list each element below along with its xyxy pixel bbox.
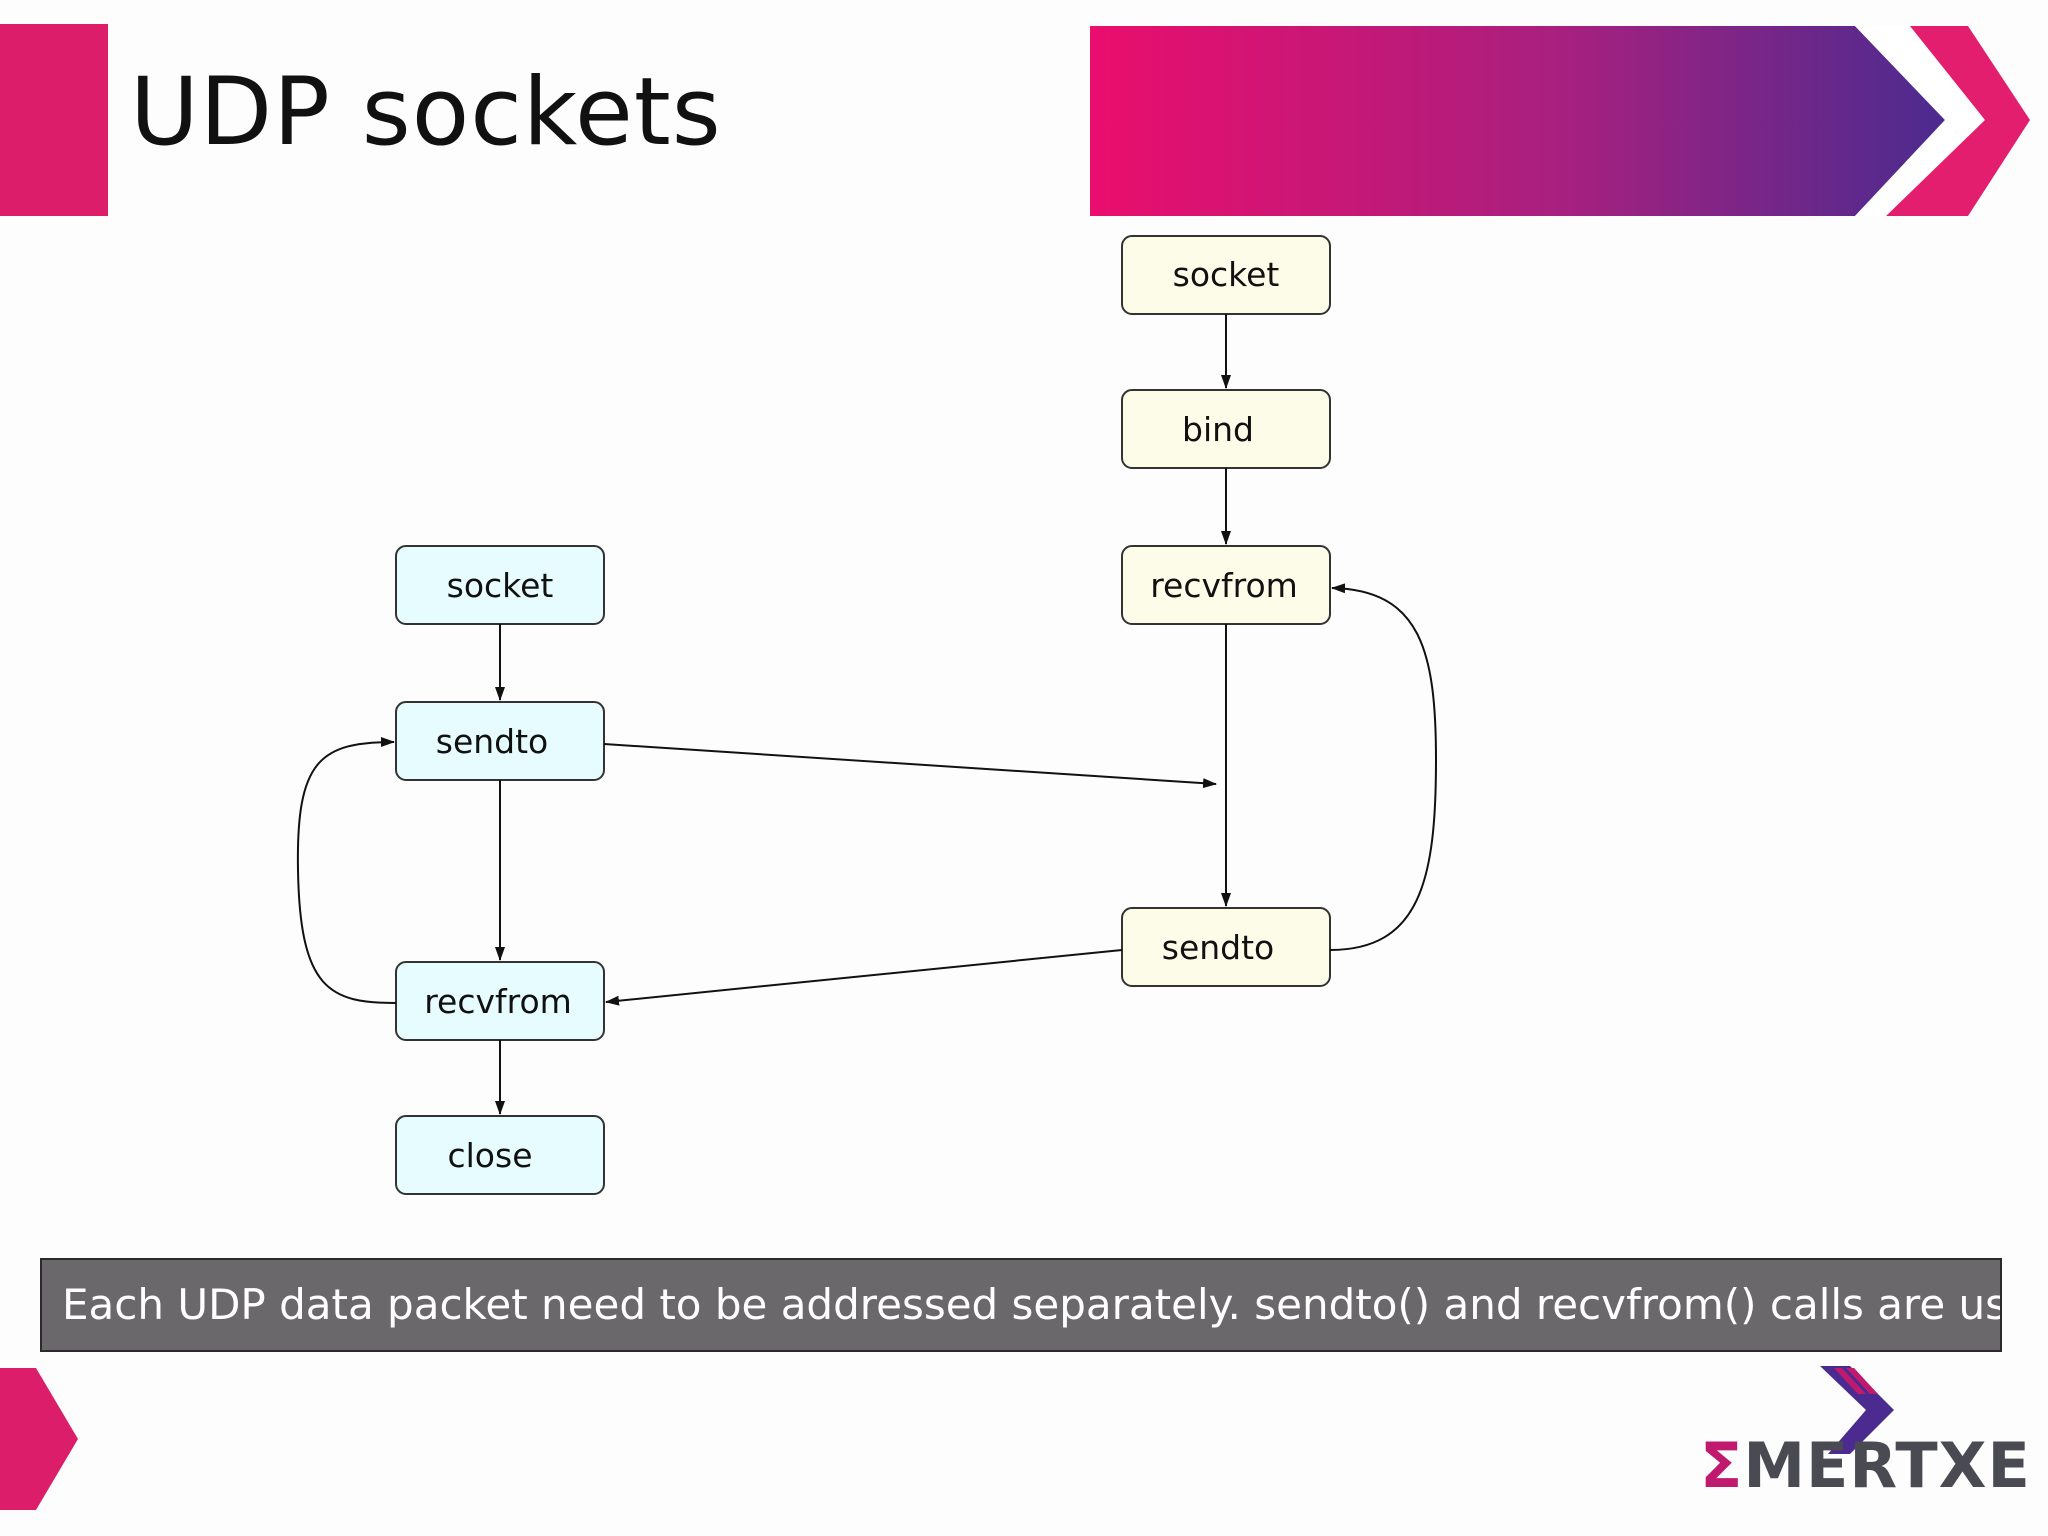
server-sendto-label: sendto [1162,928,1275,967]
server-recvfrom-label: recvfrom [1150,566,1298,605]
client-recvfrom-node: recvfrom [395,961,605,1041]
client-close-node: close [395,1115,605,1195]
caption-bar: Each UDP data packet need to be addresse… [40,1258,2002,1352]
client-recvfrom-label: recvfrom [424,982,572,1021]
client-sendto-label: sendto [436,722,549,761]
server-socket-label: socket [1173,255,1280,294]
loop-server-sendto-to-recvfrom [1329,583,1438,951]
logo-mark-icon [1820,1366,1894,1454]
server-bind-node: bind [1121,389,1331,469]
footer-chevron [0,1368,78,1510]
udp-flow-diagram: socket bind recvfrom sendto socket sendt… [296,235,1438,1195]
arrow-client-sendto-to-server [603,743,1217,789]
server-sendto-node: sendto [1121,907,1331,987]
client-socket-node: socket [395,545,605,625]
title-accent-block [0,24,108,216]
arrow-server-sendto-to-client-recvfrom [605,949,1123,1006]
logo-text: ΣMERTXE [1700,1429,2031,1502]
client-sendto-node: sendto [395,701,605,781]
logo-sigma: Σ [1700,1429,1744,1502]
client-socket-label: socket [447,566,554,605]
server-recvfrom-node: recvfrom [1121,545,1331,625]
server-bind-label: bind [1182,410,1254,449]
loop-client-recvfrom-to-sendto [296,737,397,1004]
header-banner [1090,26,2030,216]
client-close-label: close [448,1136,533,1175]
emertxe-logo: ΣMERTXE [1690,1360,2030,1530]
page-title: UDP sockets [130,58,722,167]
server-socket-node: socket [1121,235,1331,315]
logo-wordmark: MERTXE [1743,1429,2031,1502]
